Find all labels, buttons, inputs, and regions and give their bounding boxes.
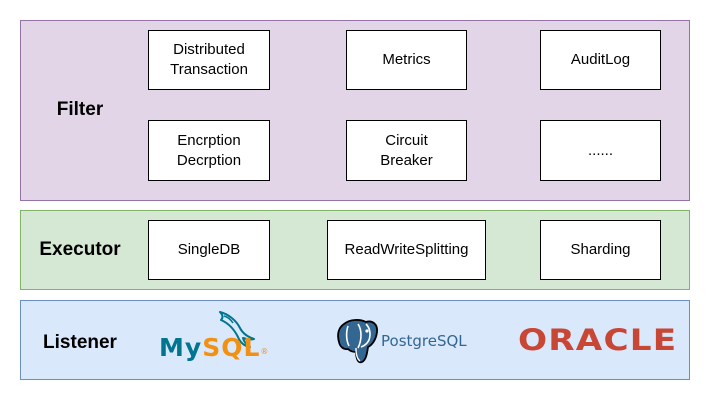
circuit-breaker-label: Circuit Breaker [380,131,433,169]
distributed-transaction-label: Distributed Transaction [170,41,248,78]
encryption-decryption-box: Encrption Decrption [148,120,270,181]
auditlog-box: AuditLog [540,30,661,90]
encryption-decryption-label: Encrption Decrption [176,131,242,169]
mysql-logo: MySQL® [158,308,268,364]
mysql-sql-text: SQL [202,333,261,362]
readwritesplitting-box: ReadWriteSplitting [327,220,486,280]
readwritesplitting-label: ReadWriteSplitting [344,241,469,258]
oracle-text: ORACLE [518,323,678,357]
more-filters-label: ...... [587,141,613,159]
distributed-transaction-box: Distributed Transaction [148,30,270,90]
postgresql-text: PostgreSQL [381,332,467,350]
filter-layer-title: Filter [56,99,104,120]
elephant-icon [337,319,378,364]
executor-layer-title: Executor [39,239,121,260]
singledb-label: SingleDB [177,241,241,258]
mysql-registered-mark: ® [260,347,270,356]
listener-layer-title: Listener [43,332,117,353]
circuit-breaker-box: Circuit Breaker [346,120,467,181]
sharding-label: Sharding [570,241,631,258]
oracle-logo: ORACLE [518,322,678,358]
auditlog-label: AuditLog [570,51,631,68]
postgresql-logo: PostgreSQL [336,318,471,368]
sharding-box: Sharding [540,220,661,280]
more-filters-box: ...... [540,120,661,181]
metrics-box: Metrics [346,30,467,90]
mysql-my-text: My [159,333,203,362]
singledb-box: SingleDB [148,220,270,280]
dolphin-icon [219,311,255,348]
metrics-label: Metrics [382,51,431,68]
